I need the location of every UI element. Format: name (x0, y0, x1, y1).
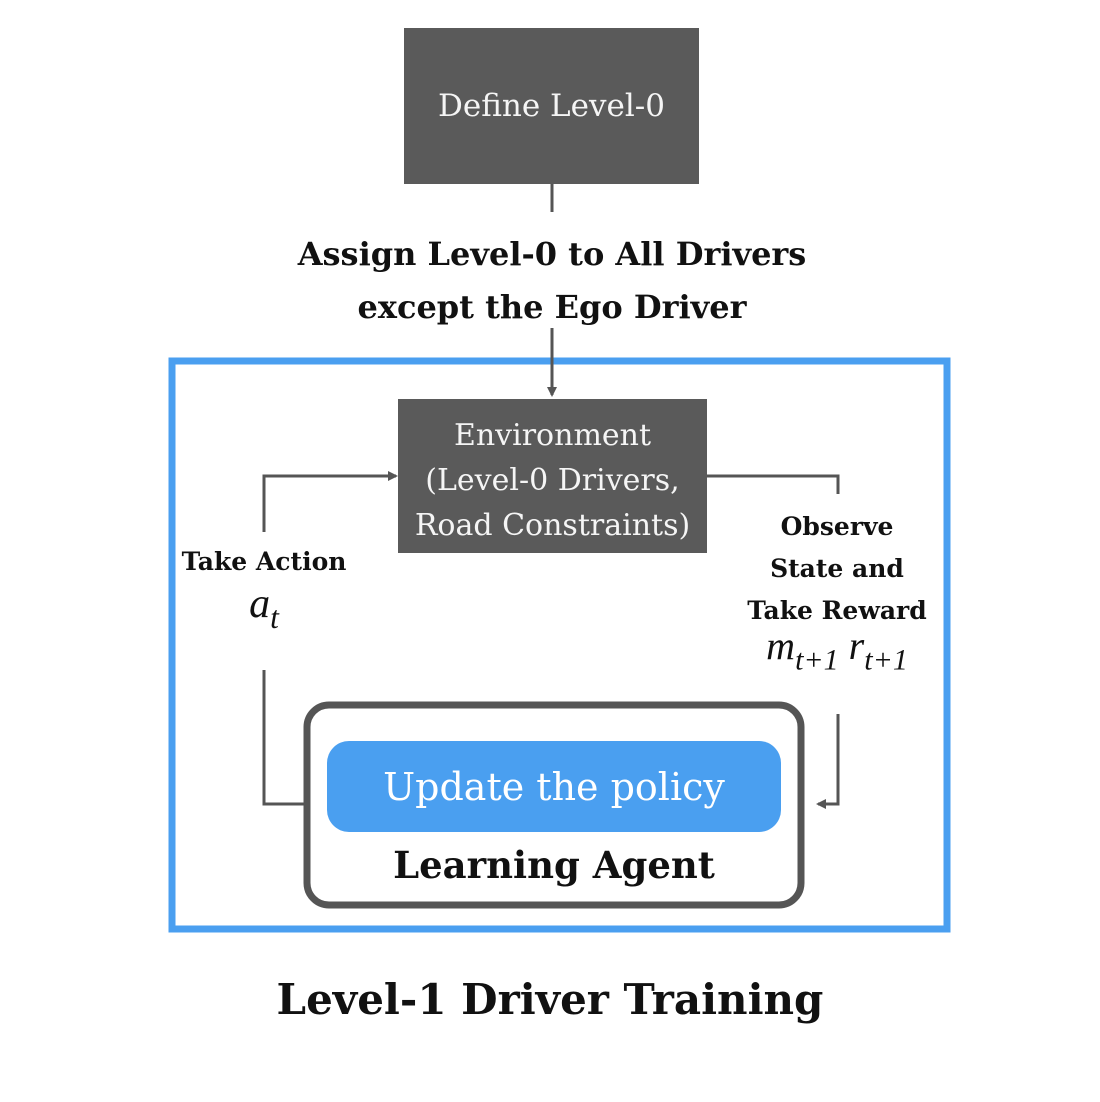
observe-line-2: State and (770, 554, 904, 583)
take-action-arrow-upper (262, 471, 398, 532)
environment-box (398, 399, 707, 553)
environment-line-1: Environment (453, 418, 652, 453)
caption-text: Level-1 Driver Training (276, 975, 824, 1024)
action-subscript: t (270, 600, 279, 636)
observe-line-upper (707, 474, 840, 494)
observe-arrow-lower (816, 714, 840, 809)
assign-level0-text: Assign Level-0 to All Drivers except the… (252, 228, 852, 334)
environment-line-2: (Level-0 Drivers, (425, 463, 680, 498)
action-symbol-a: a (249, 581, 271, 627)
learning-agent-label: Learning Agent (307, 843, 801, 887)
diagram-caption: Level-1 Driver Training (150, 975, 950, 1024)
take-action-label: Take Action (164, 547, 364, 576)
define-level0-box (404, 28, 699, 184)
observe-line-3: Take Reward (747, 596, 927, 625)
assign-line-1: Assign Level-0 to All Drivers (297, 235, 807, 273)
reward-symbol-r: r (848, 623, 865, 668)
training-frame (168, 357, 951, 933)
observe-label: Observe State and Take Reward (727, 506, 947, 632)
environment-label: Environment (Level-0 Drivers, Road Const… (398, 413, 707, 548)
take-action-line-lower (262, 670, 306, 806)
define-level0-text: Define Level-0 (438, 88, 665, 124)
define-level0-label: Define Level-0 (404, 88, 699, 124)
reward-subscript: t+1 (864, 643, 908, 677)
update-policy-box (327, 741, 781, 832)
take-action-text: Take Action (181, 547, 347, 576)
assign-line-2: except the Ego Driver (357, 288, 747, 326)
observe-symbols: mt+1 rt+1 (727, 622, 947, 675)
state-subscript: t+1 (795, 643, 839, 677)
update-policy-text: Update the policy (383, 765, 725, 809)
action-symbol: at (164, 580, 364, 633)
learning-agent-text: Learning Agent (393, 843, 715, 887)
environment-line-3: Road Constraints) (414, 508, 691, 543)
observe-line-1: Observe (780, 512, 894, 541)
state-symbol-m: m (766, 623, 796, 668)
update-policy-label: Update the policy (327, 765, 781, 809)
